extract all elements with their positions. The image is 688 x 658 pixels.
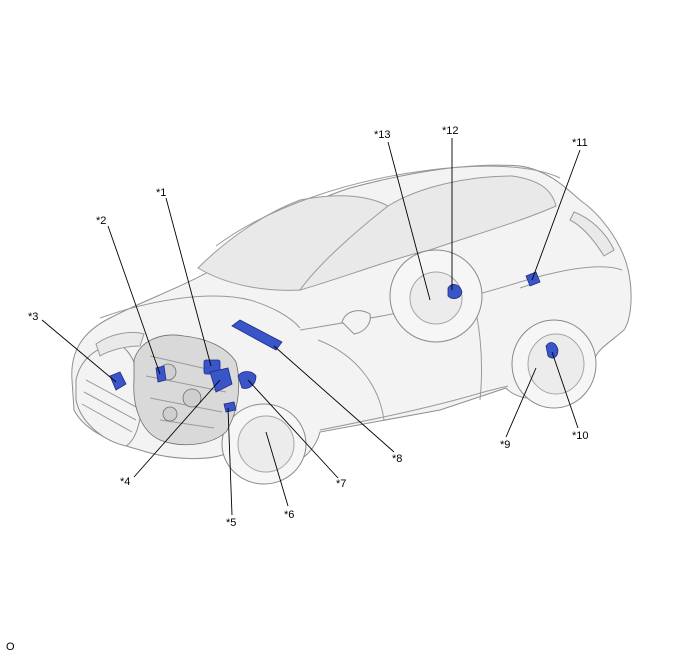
side-windows bbox=[298, 175, 557, 291]
side-mirror bbox=[341, 310, 371, 335]
leader-1 bbox=[165, 197, 212, 367]
callout-5: *5 bbox=[226, 517, 236, 529]
callout-1: *1 bbox=[156, 187, 166, 199]
leader-10 bbox=[551, 351, 579, 429]
front-grille bbox=[75, 343, 143, 447]
headlight bbox=[95, 331, 145, 357]
vehicle-illustration bbox=[71, 164, 632, 485]
callout-10: *10 bbox=[572, 430, 589, 442]
part-2 bbox=[155, 365, 167, 383]
leader-8 bbox=[273, 345, 395, 453]
engine-assembly bbox=[133, 334, 240, 445]
leader-9 bbox=[505, 367, 537, 438]
callout-3: *3 bbox=[28, 311, 38, 323]
illustration-code: O bbox=[6, 641, 15, 653]
callout-8: *8 bbox=[392, 453, 402, 465]
rocker-line bbox=[319, 385, 509, 431]
spare-tire bbox=[389, 249, 483, 343]
rear-wheel bbox=[511, 319, 597, 409]
part-8 bbox=[231, 319, 283, 351]
callout-11: *11 bbox=[572, 137, 588, 149]
part-11 bbox=[525, 271, 541, 287]
leader-13 bbox=[387, 141, 431, 301]
door-line bbox=[317, 339, 385, 421]
part-3 bbox=[109, 371, 127, 391]
roof-rail bbox=[215, 165, 561, 247]
callout-7: *7 bbox=[336, 478, 346, 490]
part-4 bbox=[209, 367, 233, 393]
callout-13: *13 bbox=[374, 129, 391, 141]
grille-mesh-3 bbox=[85, 379, 139, 409]
grille-mesh-2 bbox=[81, 403, 133, 433]
callout-6: *6 bbox=[284, 509, 294, 521]
leader-4 bbox=[133, 379, 221, 478]
leader-lines bbox=[41, 138, 581, 516]
leader-7 bbox=[247, 379, 339, 479]
leader-6 bbox=[265, 431, 289, 507]
callout-labels: *1 *2 *3 *4 *5 *6 *7 *8 *9 *10 *11 *12 *… bbox=[28, 125, 589, 529]
leader-11 bbox=[531, 149, 581, 281]
leader-2 bbox=[107, 225, 161, 375]
front-wheel bbox=[221, 403, 307, 485]
part-5 bbox=[223, 401, 237, 413]
callout-12: *12 bbox=[442, 125, 459, 137]
leader-5 bbox=[227, 407, 233, 516]
grille-mesh-1 bbox=[83, 391, 137, 421]
callout-4: *4 bbox=[120, 476, 130, 488]
hood-line bbox=[99, 295, 301, 329]
callout-2: *2 bbox=[96, 215, 106, 227]
tail-lamp bbox=[569, 211, 615, 257]
callout-9: *9 bbox=[500, 439, 510, 451]
highlighted-components bbox=[109, 271, 559, 413]
part-10 bbox=[545, 342, 559, 359]
part-12 bbox=[447, 284, 463, 300]
leader-3 bbox=[41, 319, 117, 383]
